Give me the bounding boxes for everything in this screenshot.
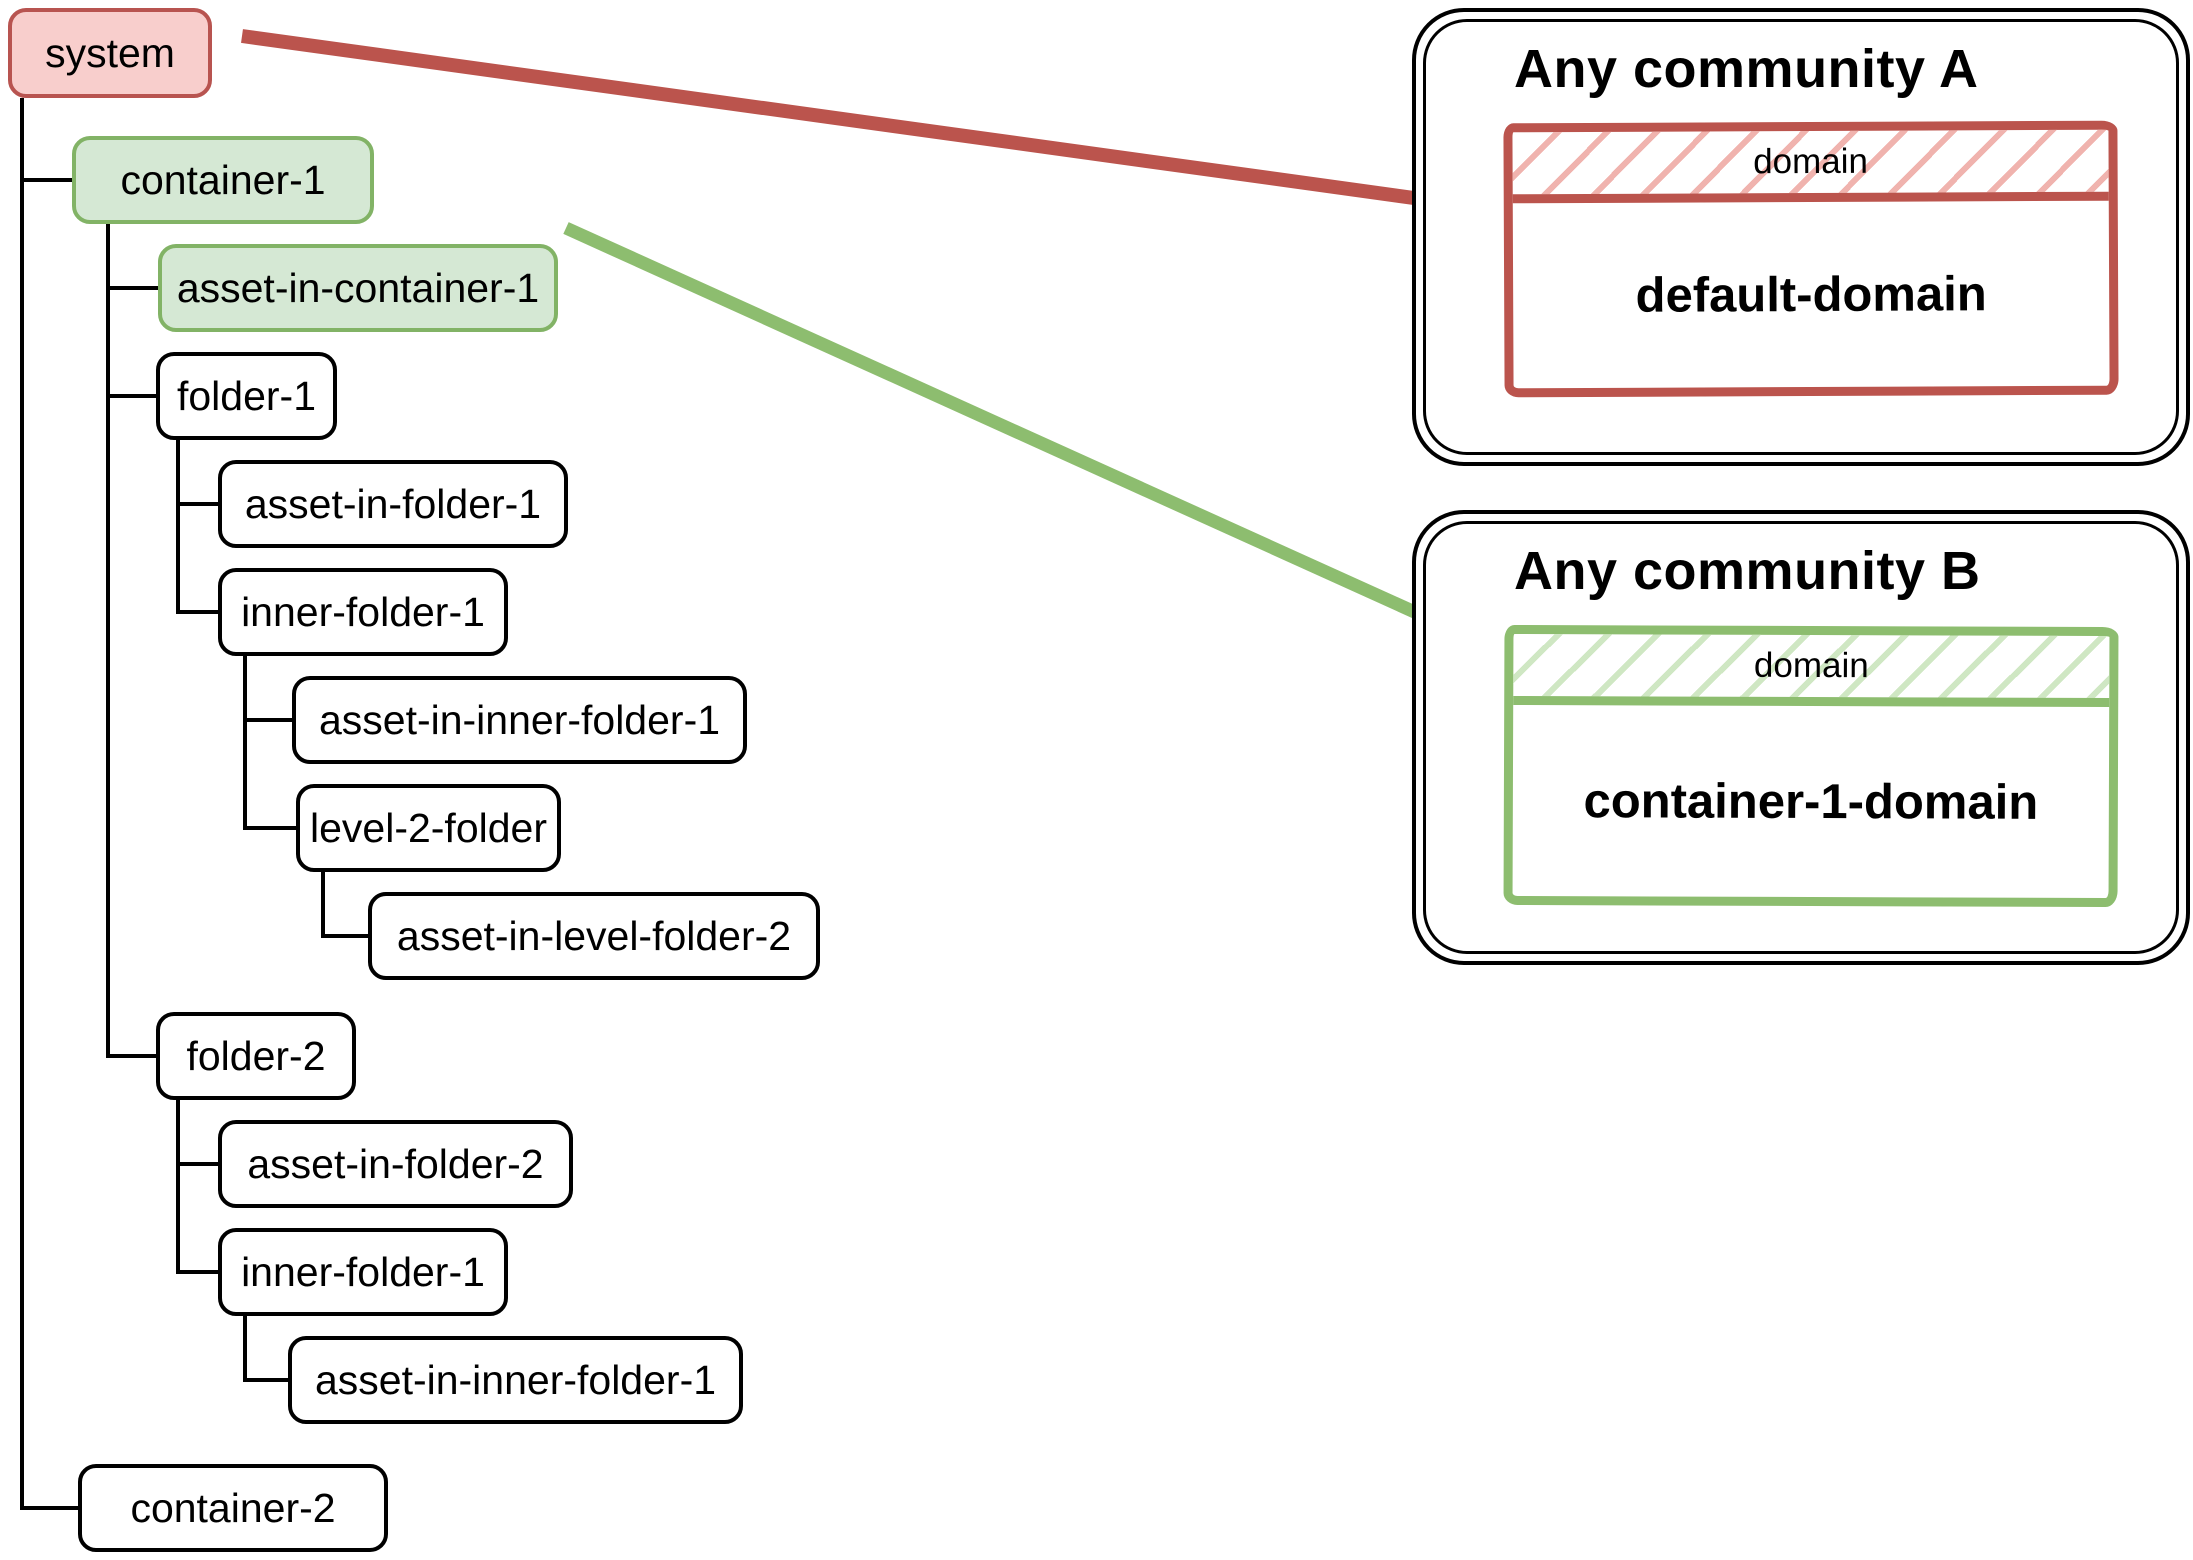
tree-node-folder-1: folder-1 xyxy=(156,352,337,440)
tree-connector xyxy=(176,502,218,506)
container-1-domain-box: domain container-1-domain xyxy=(1503,624,2119,908)
container-1-domain-name: container-1-domain xyxy=(1583,773,2039,830)
tree-connector xyxy=(321,934,368,938)
tree-node-asset-in-folder-2: asset-in-folder-2 xyxy=(218,1120,573,1208)
tree-node-folder-2: folder-2 xyxy=(156,1012,356,1100)
tree-connector xyxy=(106,1054,156,1058)
default-domain-name: default-domain xyxy=(1635,266,1987,323)
arrow-system-to-default-domain xyxy=(241,29,1490,230)
tree-connector xyxy=(106,286,158,290)
tree-connector xyxy=(176,610,218,614)
container-1-domain-header-hatch: domain xyxy=(1513,633,2110,708)
community-b-title: Any community B xyxy=(1514,541,1981,601)
tree-connector xyxy=(20,98,24,1510)
community-b-box: Any community B domain container-1-domai… xyxy=(1412,510,2190,965)
tree-connector xyxy=(243,1378,288,1382)
community-b-inner-border xyxy=(1423,521,2179,954)
tree-connector xyxy=(176,1100,180,1274)
tree-connector xyxy=(176,1270,218,1274)
tree-connector xyxy=(321,872,325,938)
tree-connector xyxy=(243,826,296,830)
community-a-box: Any community A domain default-domain xyxy=(1412,8,2190,466)
tree-node-system: system xyxy=(8,8,212,98)
tree-connector xyxy=(243,1316,247,1382)
community-a-inner-border xyxy=(1423,19,2179,455)
tree-connector xyxy=(243,656,247,830)
arrow-asset-in-container-1-to-container-1-domain xyxy=(563,222,1487,648)
tree-node-container-1: container-1 xyxy=(72,136,374,224)
tree-connector xyxy=(243,718,292,722)
tree-node-asset-in-folder-1: asset-in-folder-1 xyxy=(218,460,568,548)
tree-node-container-2: container-2 xyxy=(78,1464,388,1552)
tree-node-inner-folder-1: inner-folder-1 xyxy=(218,568,508,656)
tree-connector xyxy=(106,394,156,398)
tree-connector xyxy=(176,440,180,614)
default-domain-header-hatch: domain xyxy=(1512,129,2109,204)
community-a-title: Any community A xyxy=(1514,39,1979,99)
tree-node-level-2-folder: level-2-folder xyxy=(296,784,561,872)
default-domain-header-label: domain xyxy=(1753,141,1869,182)
tree-node-asset-in-inner-folder-1-2: asset-in-inner-folder-1 xyxy=(288,1336,743,1424)
tree-node-asset-in-level-folder-2: asset-in-level-folder-2 xyxy=(368,892,820,980)
tree-connector xyxy=(176,1162,218,1166)
tree-connector xyxy=(106,224,110,1058)
tree-node-inner-folder-1-2: inner-folder-1 xyxy=(218,1228,508,1316)
container-1-domain-header-label: domain xyxy=(1753,645,1869,686)
default-domain-box: domain default-domain xyxy=(1503,120,2119,398)
tree-node-asset-in-container-1: asset-in-container-1 xyxy=(158,244,558,332)
tree-connector xyxy=(20,1506,78,1510)
tree-connector xyxy=(20,178,72,182)
tree-node-asset-in-inner-folder-1: asset-in-inner-folder-1 xyxy=(292,676,747,764)
